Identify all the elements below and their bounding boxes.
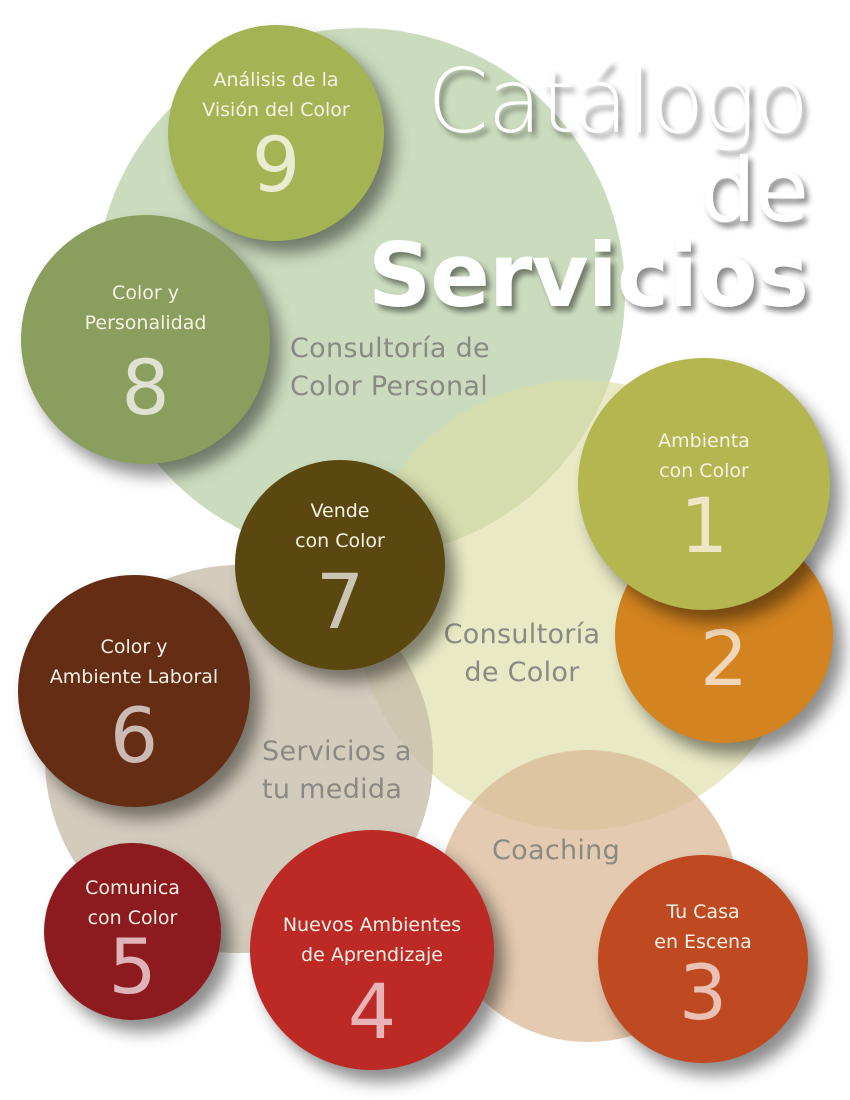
service-label: Color y Ambiente Laboral: [49, 636, 219, 688]
catalog-title: Catálogo de Servicios: [367, 50, 809, 327]
service-circle-5[interactable]: Comunica con Color 5: [44, 843, 221, 1020]
service-label: Tu Casa en Escena: [654, 901, 752, 953]
category-label-medida: Servicios a tu medida: [262, 736, 412, 805]
service-label: Color y Personalidad: [84, 282, 207, 334]
category-label-coaching: Coaching: [492, 835, 621, 866]
service-number: 7: [315, 557, 365, 646]
service-label: Vende con Color: [295, 500, 385, 552]
service-label: Comunica con Color: [85, 877, 180, 929]
service-circle-6[interactable]: Color y Ambiente Laboral 6: [18, 575, 250, 807]
title-line-1: Catálogo: [427, 50, 809, 153]
service-number: 1: [679, 481, 729, 570]
service-number: 9: [251, 120, 301, 209]
service-circle-4[interactable]: Nuevos Ambientes de Aprendizaje 4: [250, 830, 494, 1070]
service-circle-9[interactable]: Análisis de la Visión del Color 9: [168, 25, 384, 241]
service-number: 2: [699, 614, 749, 703]
category-label-color: Consultoría de Color: [443, 619, 601, 688]
category-label-personal: Consultoría de Color Personal: [290, 333, 490, 402]
service-number: 3: [678, 948, 728, 1037]
service-number: 6: [109, 691, 159, 780]
title-line-3: Servicios: [367, 224, 809, 327]
service-number: 4: [347, 967, 397, 1056]
service-circle-3[interactable]: Tu Casa en Escena 3: [598, 855, 808, 1063]
service-label: Ambienta con Color: [658, 430, 750, 482]
service-number: 8: [121, 343, 170, 432]
service-label: Nuevos Ambientes de Aprendizaje: [282, 914, 462, 966]
service-number: 5: [108, 922, 157, 1011]
title-line-2: de: [700, 139, 809, 242]
service-label: Análisis de la Visión del Color: [202, 69, 350, 121]
service-circle-7[interactable]: Vende con Color 7: [235, 460, 445, 670]
service-circle-8[interactable]: Color y Personalidad 8: [21, 215, 270, 464]
service-circle-1[interactable]: Ambienta con Color 1: [578, 358, 830, 610]
